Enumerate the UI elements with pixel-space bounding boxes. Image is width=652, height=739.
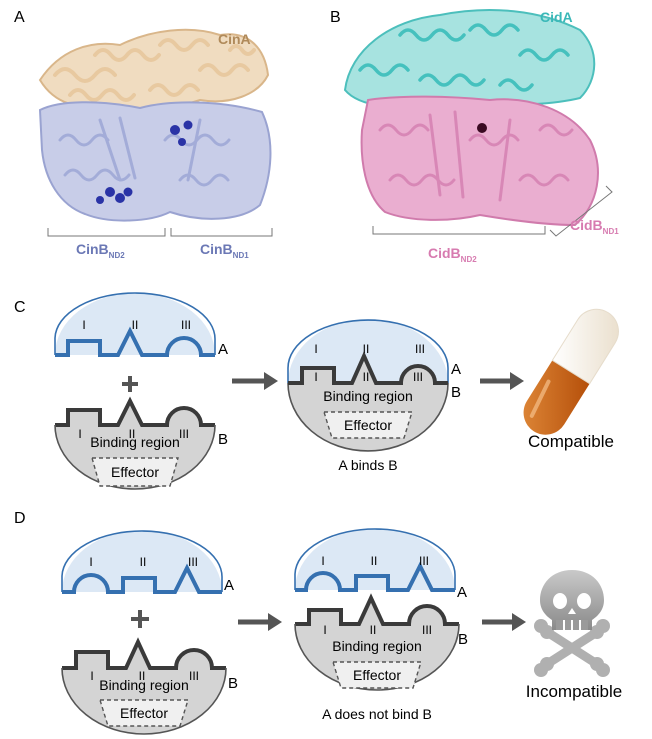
cina-label: CinA xyxy=(218,31,251,47)
c-outcome-label: Compatible xyxy=(528,432,614,451)
panel-c-letter: C xyxy=(14,299,26,316)
cidb-structure xyxy=(360,95,599,227)
d-arrow-2-head xyxy=(512,613,526,631)
cinb-nd2-bracket xyxy=(47,228,166,237)
c-complex-b-numeral-3: III xyxy=(413,370,423,384)
d-protein-a: I II III A xyxy=(61,530,234,594)
panel-d: D I II III A I II III Binding region Eff… xyxy=(14,510,622,735)
c-complex-numeral-3: III xyxy=(415,342,425,356)
d-mis-a-numeral-2: II xyxy=(371,554,378,568)
c-b-numeral-3: III xyxy=(179,427,189,441)
d-mis-a-numeral-3: III xyxy=(419,554,429,568)
c-arrow-1-head xyxy=(264,372,278,390)
c-protein-b: I II III Binding region Effector B xyxy=(54,396,228,490)
c-complex: I II III I II III Binding region Effecto… xyxy=(287,319,461,452)
d-mis-b-label: B xyxy=(458,631,468,648)
c-complex-binding-region: Binding region xyxy=(323,388,413,404)
cina-structure xyxy=(38,28,270,111)
cinb-nd1-bracket xyxy=(170,228,273,237)
d-mis-b-numeral-3: III xyxy=(422,623,432,637)
capsule-icon xyxy=(523,308,619,435)
d-b-effector: Effector xyxy=(120,705,168,721)
d-b-numeral-3: III xyxy=(189,669,199,683)
c-b-binding-region: Binding region xyxy=(90,434,180,450)
d-mismatched-b: I II III Binding region Effector B xyxy=(294,593,468,691)
d-mis-b-numeral-1: I xyxy=(323,623,326,637)
c-b-numeral-2: II xyxy=(129,427,136,441)
cidb-nd1-label: CidBND1 xyxy=(570,217,619,236)
d-mis-b-effector: Effector xyxy=(353,667,401,683)
d-mis-a-numeral-1: I xyxy=(321,554,324,568)
c-protein-a: I II III A xyxy=(54,292,228,358)
c-a-numeral-1: I xyxy=(82,318,85,332)
c-result-caption: A binds B xyxy=(338,457,397,473)
c-complex-numeral-2: II xyxy=(363,342,370,356)
cidb-dark-site xyxy=(477,123,487,133)
panel-b-letter: B xyxy=(330,9,341,26)
c-a-numeral-2: II xyxy=(132,318,139,332)
c-b-numeral-1: I xyxy=(78,427,81,441)
panel-c: C I II III A I II III Binding region Eff… xyxy=(14,292,619,490)
d-b-numeral-2: II xyxy=(139,669,146,683)
c-complex-b-numeral-2: II xyxy=(363,370,370,384)
c-a-numeral-3: III xyxy=(181,318,191,332)
d-result-caption: A does not bind B xyxy=(322,706,432,722)
panel-b: B CidA xyxy=(330,9,619,264)
cida-structure xyxy=(343,9,596,109)
d-b-numeral-1: I xyxy=(90,669,93,683)
cinb-nd2-label: CinBND2 xyxy=(76,241,125,260)
d-outcome-label: Incompatible xyxy=(526,682,622,701)
c-complex-b-numeral-1: I xyxy=(314,370,317,384)
d-b-binding-region: Binding region xyxy=(99,677,189,693)
panel-a-letter: A xyxy=(14,9,25,26)
d-arrow-1-head xyxy=(268,613,282,631)
c-complex-b-label: B xyxy=(451,384,461,401)
panel-a: A CinA xyxy=(14,9,273,260)
c-complex-numeral-1: I xyxy=(314,342,317,356)
c-b-label: B xyxy=(218,431,228,448)
cinb-structure xyxy=(38,101,272,222)
d-plus-icon xyxy=(131,610,149,628)
c-b-effector: Effector xyxy=(111,464,159,480)
skull-crossbones-icon xyxy=(534,570,610,677)
cida-label: CidA xyxy=(540,9,573,25)
d-a-numeral-1: I xyxy=(89,555,92,569)
d-a-numeral-2: II xyxy=(140,555,147,569)
cinb-active-site-spheres xyxy=(96,120,193,204)
d-mis-b-binding-region: Binding region xyxy=(332,638,422,654)
d-mismatched-a: I II III A xyxy=(294,528,467,601)
d-protein-b: I II III Binding region Effector B xyxy=(61,637,238,735)
c-arrow-2-head xyxy=(510,372,524,390)
d-a-numeral-3: III xyxy=(188,555,198,569)
c-a-label: A xyxy=(218,341,228,358)
cidb-nd2-label: CidBND2 xyxy=(428,245,477,264)
c-complex-a-label: A xyxy=(451,361,461,378)
d-b-label: B xyxy=(228,675,238,692)
c-complex-effector: Effector xyxy=(344,417,392,433)
cidb-nd1-bracket xyxy=(549,185,613,237)
cinb-nd1-label: CinBND1 xyxy=(200,241,249,260)
c-plus-icon xyxy=(122,376,138,392)
cidb-nd2-bracket xyxy=(372,226,546,235)
panel-d-letter: D xyxy=(14,510,26,527)
d-mis-b-numeral-2: II xyxy=(370,623,377,637)
d-mis-a-label: A xyxy=(457,584,467,601)
d-a-label: A xyxy=(224,577,234,594)
